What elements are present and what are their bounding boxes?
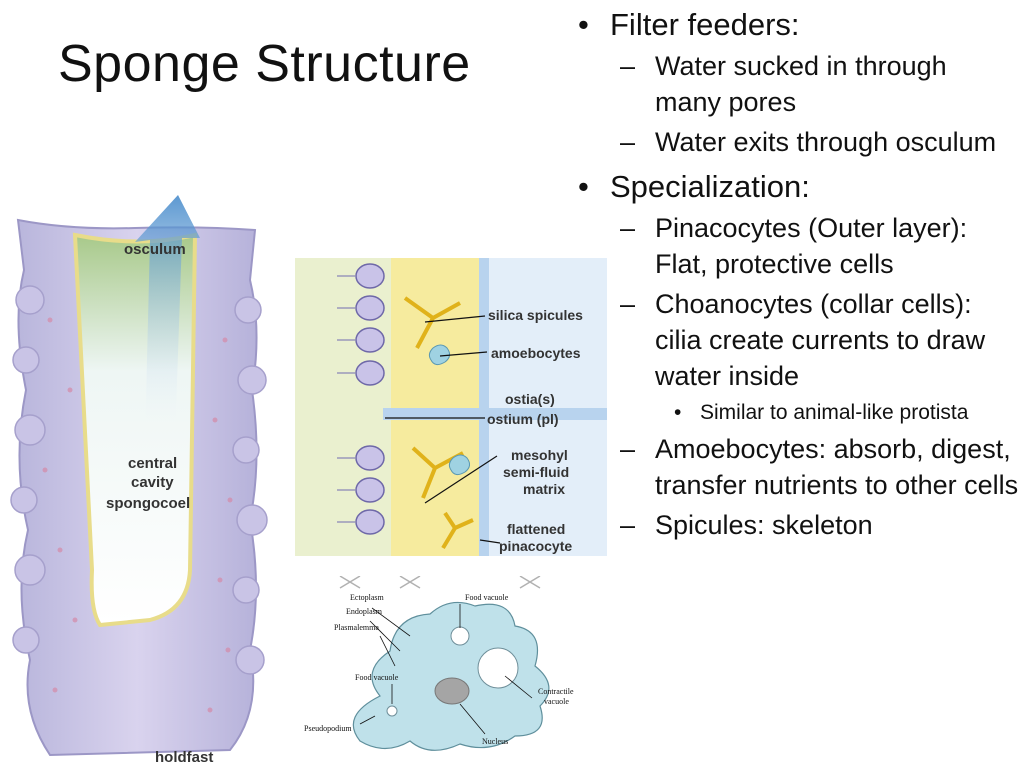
label-pseudopodium: Pseudopodium — [304, 724, 352, 733]
label-food-vacuole-top: Food vacuole — [465, 593, 509, 602]
label-central: central — [128, 455, 177, 472]
label-matrix: matrix — [523, 481, 565, 497]
label-mesohyl: mesohyl — [511, 447, 568, 463]
bullet-choanocytes: Choanocytes (collar cells): cilia create… — [576, 286, 1020, 394]
label-contractile: Contractile — [538, 687, 574, 696]
bullet-filter-feeders: Filter feeders: — [576, 6, 1020, 44]
label-cavity: cavity — [131, 474, 174, 491]
bullet-similar-protista: Similar to animal-like protista — [576, 398, 1020, 427]
bullet-water-out: Water exits through osculum — [576, 124, 1020, 160]
label-ectoplasm: Ectoplasm — [350, 593, 385, 602]
label-pinacocyte: pinacocyte — [499, 538, 572, 554]
bullet-list: Filter feeders: Water sucked in through … — [576, 6, 1020, 543]
label-ostia: ostia(s) — [505, 391, 555, 407]
label-holdfast: holdfast — [155, 749, 213, 766]
label-silica-spicules: silica spicules — [488, 307, 583, 323]
sponge-wall-diagram: silica spicules amoebocytes ostia(s) ost… — [295, 258, 607, 556]
label-spongocoel: spongocoel — [106, 495, 190, 512]
bullet-amoebocytes: Amoebocytes: absorb, digest, transfer nu… — [576, 431, 1020, 503]
label-vacuole: vacuole — [544, 697, 569, 706]
label-osculum: osculum — [124, 241, 186, 258]
label-food-vacuole-left: Food vacuole — [355, 673, 399, 682]
label-endoplasm: Endoplasm — [346, 607, 383, 616]
bullet-pinacocytes: Pinacocytes (Outer layer): Flat, protect… — [576, 210, 1020, 282]
label-plasmalemma: Plasmalemma — [334, 623, 379, 632]
label-semi-fluid: semi-fluid — [503, 464, 569, 480]
amoebocyte-diagram: Ectoplasm Endoplasm Plasmalemma Food vac… — [300, 576, 590, 762]
label-nucleus: Nucleus — [482, 737, 508, 746]
bullet-spicules: Spicules: skeleton — [576, 507, 1020, 543]
label-ostium: ostium (pl) — [487, 411, 559, 427]
sponge-diagram: osculum central cavity spongocoel holdfa… — [0, 190, 270, 768]
slide-title: Sponge Structure — [58, 35, 471, 93]
label-flattened: flattened — [507, 521, 565, 537]
bullet-water-in: Water sucked in through many pores — [576, 48, 1020, 120]
bullet-specialization: Specialization: — [576, 168, 1020, 206]
label-amoebocytes: amoebocytes — [491, 345, 581, 361]
